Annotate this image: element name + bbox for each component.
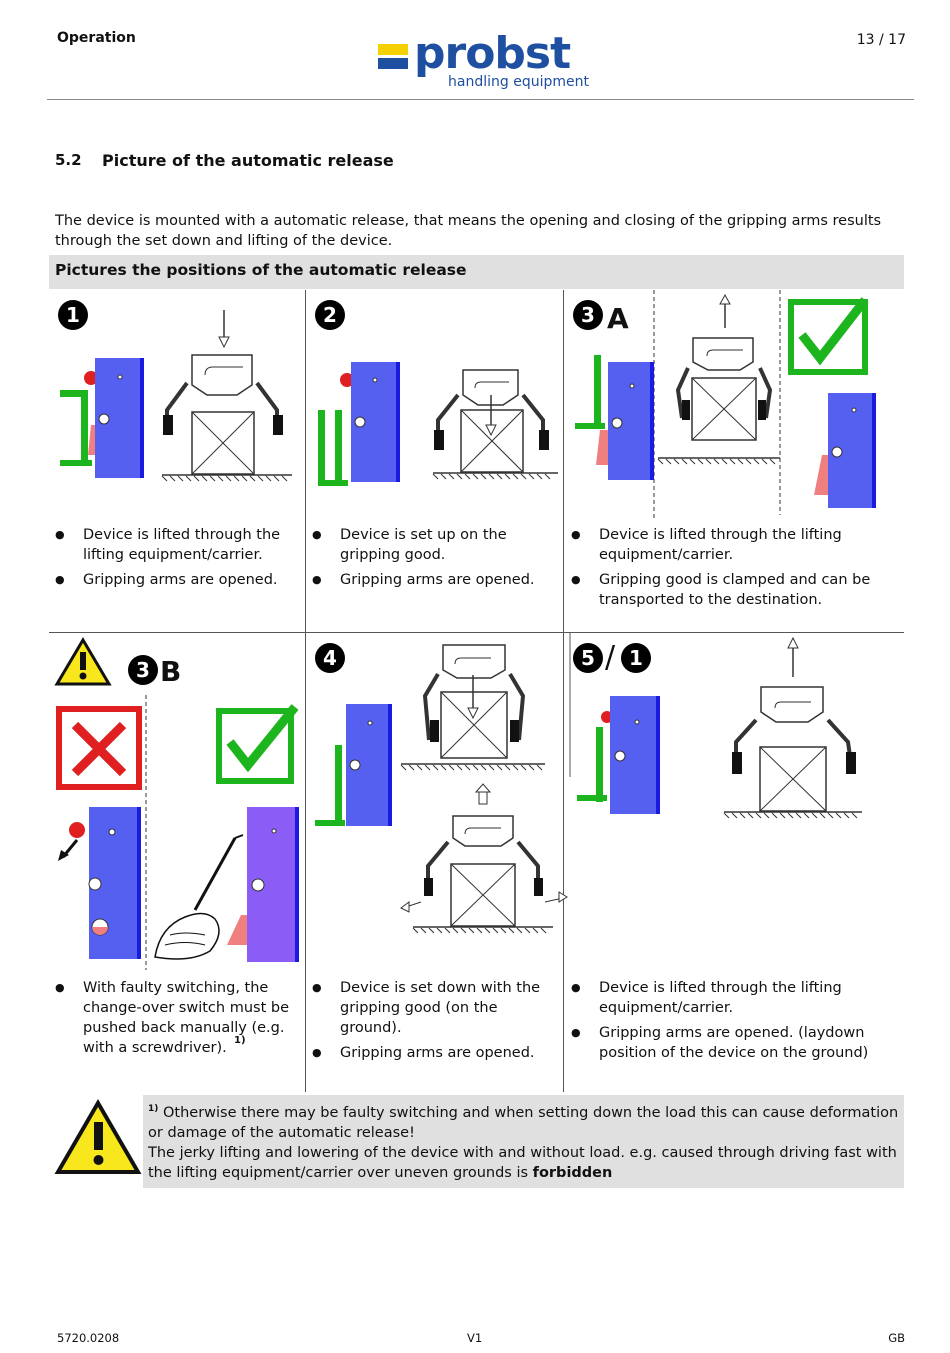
step-marker-5: 5 — [573, 643, 603, 673]
warning-triangle-icon — [54, 1099, 142, 1174]
warning-line-2-bold: forbidden — [532, 1164, 613, 1181]
grid-vline-2 — [563, 290, 564, 1092]
warning-line-1-text: Otherwise there may be faulty switching … — [148, 1104, 899, 1141]
list-item: Gripping arms are opened. — [55, 570, 295, 590]
header-divider — [47, 99, 914, 100]
cell-1-list: Device is lifted through the lifting equ… — [55, 525, 295, 595]
footnote-mark: 1) — [148, 1104, 159, 1114]
list-item: Device is lifted through the lifting equ… — [571, 978, 871, 1018]
check-icon — [216, 704, 299, 784]
cell-4-list: Device is set down with the gripping goo… — [312, 978, 562, 1068]
list-item: Gripping arms are opened. — [312, 570, 557, 590]
cell-3a-list: Device is lifted through the lifting equ… — [571, 525, 871, 615]
illustration-step-1 — [60, 310, 292, 482]
section-number: 5.2 — [55, 151, 82, 169]
cell-3b-list: With faulty switching, the change-over s… — [55, 978, 305, 1063]
step-marker-3b: 3 — [128, 655, 158, 685]
warning-line-2: The jerky lifting and lowering of the de… — [148, 1143, 899, 1183]
step-marker-1: 1 — [58, 300, 88, 330]
step-marker-3a: 3 — [573, 300, 603, 330]
logo-yellow-bar — [378, 44, 408, 55]
list-item: Device is set down with the gripping goo… — [312, 978, 562, 1038]
illustration-step-4 — [315, 644, 568, 934]
intro-paragraph: The device is mounted with a automatic r… — [55, 213, 882, 249]
cell-2-list: Device is set up on the gripping good. G… — [312, 525, 557, 595]
cross-icon — [56, 706, 142, 790]
step-suffix-b: B — [160, 655, 182, 688]
footer-version: V1 — [467, 1331, 483, 1345]
list-item: Device is lifted through the lifting equ… — [55, 525, 295, 565]
step-suffix-a: A — [607, 302, 629, 335]
page-number: 13 / 17 — [856, 32, 906, 48]
warning-note: 1) Otherwise there may be faulty switchi… — [143, 1095, 904, 1188]
table-heading: Pictures the positions of the automatic … — [49, 255, 904, 289]
list-item: Device is set up on the gripping good. — [312, 525, 557, 565]
warning-line-1: 1) Otherwise there may be faulty switchi… — [148, 1099, 899, 1143]
warning-line-2-text: The jerky lifting and lowering of the de… — [148, 1144, 897, 1181]
marker-separator: / — [605, 640, 616, 675]
list-item: Gripping arms are opened. (laydown posit… — [571, 1023, 871, 1063]
illustration-step-2 — [318, 362, 558, 486]
step-marker-1b: 1 — [621, 643, 651, 673]
warning-triangle-icon — [54, 637, 112, 686]
logo-blue-bar — [378, 58, 408, 69]
list-item: Device is lifted through the lifting equ… — [571, 525, 871, 565]
logo-word: probst — [414, 28, 571, 79]
header-section: Operation — [57, 30, 136, 46]
section-title: Picture of the automatic release — [102, 151, 394, 170]
cell-5-list: Device is lifted through the lifting equ… — [571, 978, 871, 1068]
check-icon — [788, 297, 869, 375]
grid-hline — [49, 632, 904, 633]
list-item-text: With faulty switching, the change-over s… — [83, 980, 289, 1056]
list-item: Gripping good is clamped and can be tran… — [571, 570, 871, 610]
screwdriver-hand-icon — [154, 834, 244, 960]
illustration-step-5 — [569, 632, 862, 819]
logo-subtitle: handling equipment — [448, 74, 589, 90]
list-item: Gripping arms are opened. — [312, 1043, 562, 1063]
illustration-step-3b — [56, 695, 299, 970]
illustration-step-3a — [575, 290, 876, 520]
step-marker-2: 2 — [315, 300, 345, 330]
footer-language: GB — [888, 1331, 905, 1345]
grid-vline-1 — [305, 290, 306, 1092]
probst-logo: probst handling equipment — [378, 28, 598, 94]
list-item: With faulty switching, the change-over s… — [55, 978, 305, 1058]
step-marker-4: 4 — [315, 643, 345, 673]
footnote-ref: 1) — [234, 1035, 246, 1046]
footer-doc-number: 5720.0208 — [57, 1331, 120, 1345]
